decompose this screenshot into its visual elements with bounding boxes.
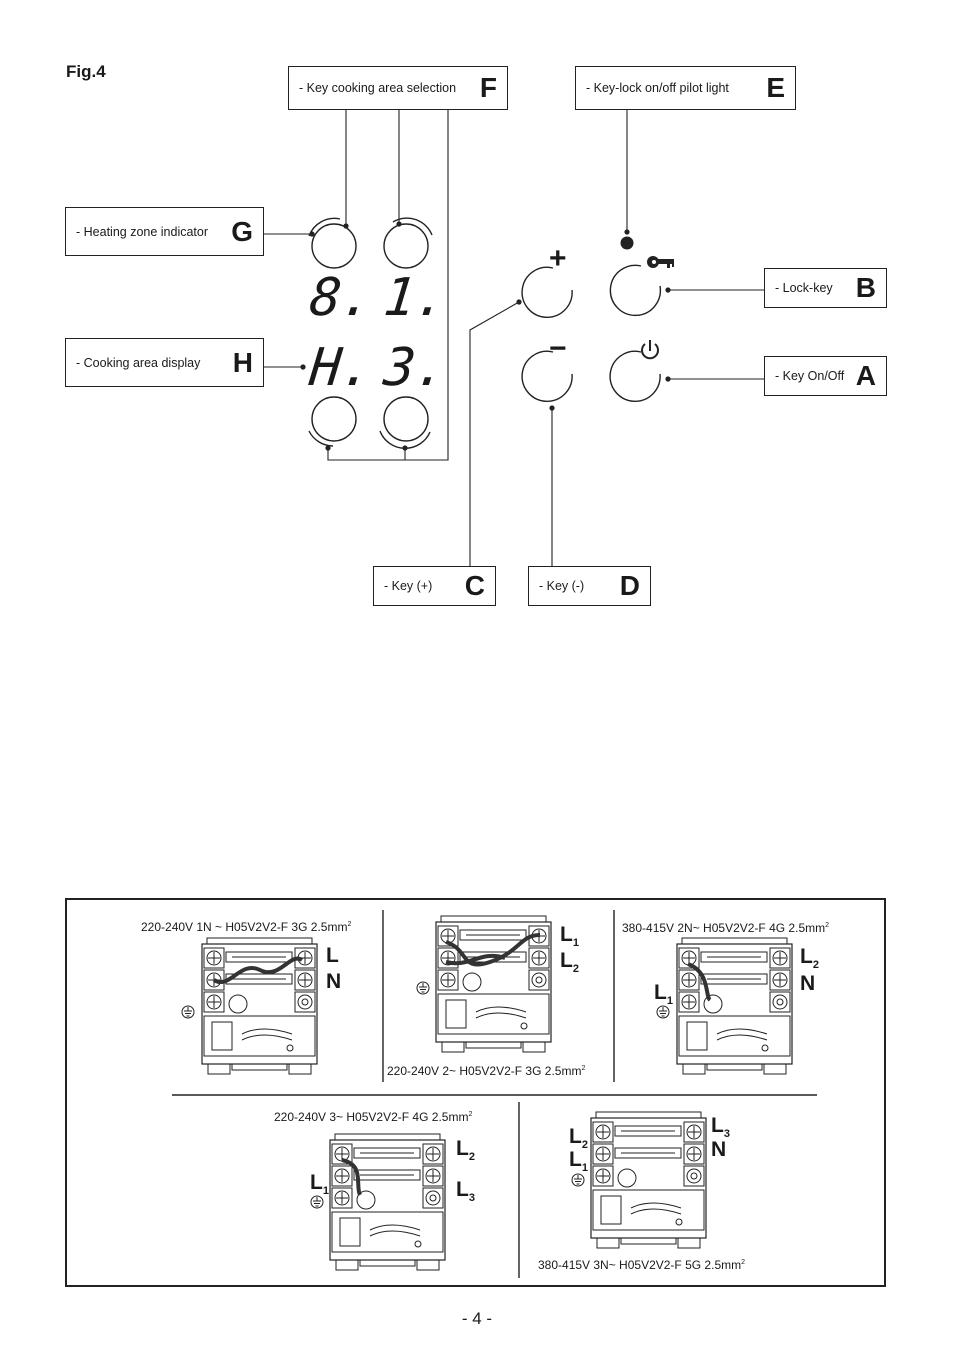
callout-c: - Key (+) C	[373, 566, 496, 606]
terminal-label: L3	[456, 1178, 475, 1205]
callout-b-letter: B	[855, 272, 876, 303]
callout-f-label: - Key cooking area selection	[299, 81, 457, 95]
callout-a-label: - Key On/Off	[775, 369, 845, 383]
figure-title: Fig.4	[66, 62, 106, 81]
terminal-label: L2	[569, 1125, 588, 1152]
callout-d-label: - Key (-)	[539, 579, 585, 593]
callout-b-label: - Lock-key	[775, 281, 833, 295]
callout-h: - Cooking area display H	[65, 338, 264, 387]
wiring-label-5: 380-415V 3N~ H05V2V2-F 5G 2.5mm2	[538, 1258, 746, 1272]
callout-f: - Key cooking area selection F	[288, 66, 508, 110]
minus-symbol: −	[549, 332, 567, 365]
callout-h-label: - Cooking area display	[76, 355, 201, 370]
callout-d: - Key (-) D	[528, 566, 651, 606]
terminal-label: L3	[711, 1114, 730, 1141]
callout-e: - Key-lock on/off pilot light E	[575, 66, 796, 110]
terminal-label: L2	[800, 945, 819, 972]
callout-e-letter: E	[766, 72, 785, 103]
callout-e-label: - Key-lock on/off pilot light	[586, 81, 729, 95]
callout-g-label: - Heating zone indicator	[76, 224, 209, 239]
wiring-diagrams-box	[65, 898, 886, 1287]
terminal-label: L2	[456, 1137, 475, 1164]
callout-b: - Lock-key B	[764, 268, 887, 308]
terminal-label: N	[326, 970, 342, 993]
power-icon	[641, 340, 659, 360]
terminal-label: L1	[560, 923, 579, 950]
callout-a-letter: A	[855, 360, 876, 391]
display-digit-top-right: 1.	[380, 268, 450, 328]
page-number: - 4 -	[461, 1309, 493, 1328]
wiring-label-1: 220-240V 1N ~ H05V2V2-F 3G 2.5mm2	[141, 920, 352, 934]
terminal-label: L2	[560, 949, 579, 976]
key-icon	[647, 256, 674, 268]
wiring-label-4: 220-240V 3~ H05V2V2-F 4G 2.5mm2	[274, 1110, 473, 1124]
terminal-label: L	[326, 944, 339, 967]
terminal-label: N	[800, 972, 816, 995]
callout-c-letter: C	[464, 570, 485, 601]
callout-g-letter: G	[231, 215, 253, 247]
callout-a: - Key On/Off A	[764, 356, 887, 396]
terminal-label: L1	[310, 1171, 329, 1198]
callout-g: - Heating zone indicator G	[65, 207, 264, 256]
callout-c-label: - Key (+)	[384, 579, 433, 593]
display-digit-top-left: 8.	[306, 268, 376, 328]
control-panel-diagram	[263, 110, 764, 567]
terminal-label: N	[711, 1138, 727, 1161]
wiring-label-2: 220-240V 2~ H05V2V2-F 3G 2.5mm2	[387, 1064, 586, 1078]
display-digit-bottom-right: 3.	[380, 338, 450, 398]
display-digit-bottom-left: H.	[306, 338, 376, 398]
plus-symbol: +	[549, 242, 567, 275]
callout-f-letter: F	[479, 72, 497, 103]
terminal-label: L1	[654, 981, 673, 1008]
terminal-label: L1	[569, 1148, 588, 1175]
wiring-label-3: 380-415V 2N~ H05V2V2-F 4G 2.5mm2	[622, 921, 830, 935]
callout-d-letter: D	[619, 570, 640, 601]
callout-h-letter: H	[232, 346, 253, 378]
